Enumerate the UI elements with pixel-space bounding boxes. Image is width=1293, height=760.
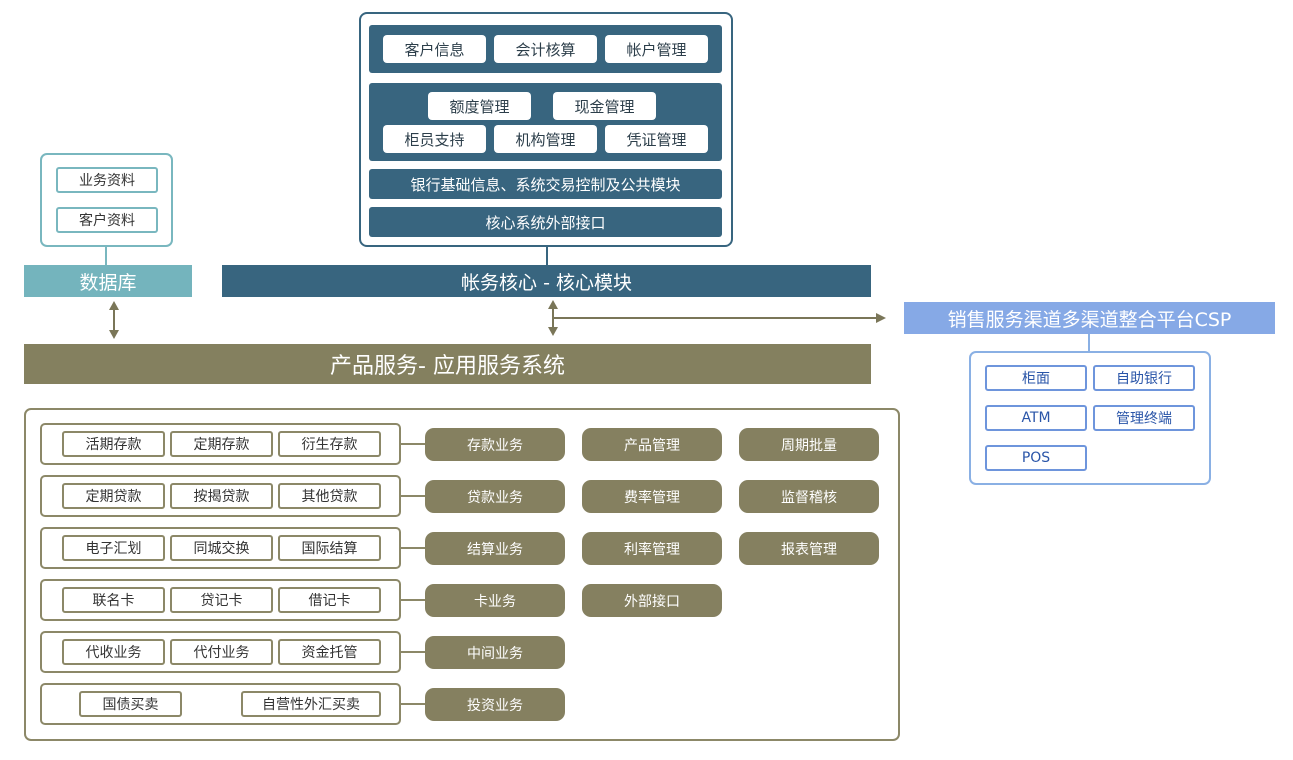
csp-connector-line <box>1088 334 1090 352</box>
loan-item-mortgage: 按揭贷款 <box>170 483 273 509</box>
deposit-item-demand: 活期存款 <box>62 431 165 457</box>
csp-title-bar: 销售服务渠道多渠道整合平台CSP <box>904 302 1275 334</box>
service-intermediary: 中间业务 <box>425 636 565 669</box>
service-investment: 投资业务 <box>425 688 565 721</box>
database-item-business-data: 业务资料 <box>56 167 158 193</box>
intermediary-item-payment: 代付业务 <box>170 639 273 665</box>
mgmt-reports: 报表管理 <box>739 532 879 565</box>
csp-item-pos: POS <box>985 445 1087 471</box>
mgmt-fee-rate: 费率管理 <box>582 480 722 513</box>
deposit-item-fixed: 定期存款 <box>170 431 273 457</box>
csp-item-atm: ATM <box>985 405 1087 431</box>
card-item-cobranded: 联名卡 <box>62 587 165 613</box>
core-item-account-mgmt: 帐户管理 <box>605 35 708 63</box>
csp-item-self-service: 自助银行 <box>1093 365 1195 391</box>
loan-item-other: 其他贷款 <box>278 483 381 509</box>
csp-item-mgmt-terminal: 管理终端 <box>1093 405 1195 431</box>
service-settlement: 结算业务 <box>425 532 565 565</box>
database-product-arrow <box>109 301 119 339</box>
investment-item-forex: 自营性外汇买卖 <box>241 691 381 717</box>
core-item-voucher-mgmt: 凭证管理 <box>605 125 708 153</box>
intermediary-item-collection: 代收业务 <box>62 639 165 665</box>
csp-item-counter: 柜面 <box>985 365 1087 391</box>
product-title-bar: 产品服务- 应用服务系统 <box>24 344 871 384</box>
intermediary-item-custody: 资金托管 <box>278 639 381 665</box>
service-card: 卡业务 <box>425 584 565 617</box>
core-item-accounting: 会计核算 <box>494 35 597 63</box>
loan-item-fixed: 定期贷款 <box>62 483 165 509</box>
core-item-cash-mgmt: 现金管理 <box>553 92 656 120</box>
database-connector-line <box>105 247 107 265</box>
core-item-teller-support: 柜员支持 <box>383 125 486 153</box>
database-title-bar: 数据库 <box>24 265 192 297</box>
loan-connector <box>401 495 426 497</box>
core-csp-arrow <box>553 313 886 323</box>
deposit-item-derivative: 衍生存款 <box>278 431 381 457</box>
mgmt-batch-cycle: 周期批量 <box>739 428 879 461</box>
settlement-item-international: 国际结算 <box>278 535 381 561</box>
settlement-item-electronic: 电子汇划 <box>62 535 165 561</box>
settlement-item-local-exchange: 同城交换 <box>170 535 273 561</box>
deposit-connector <box>401 443 426 445</box>
core-bar-public-module: 银行基础信息、系统交易控制及公共模块 <box>369 169 722 199</box>
card-item-debit: 借记卡 <box>278 587 381 613</box>
intermediary-connector <box>401 651 426 653</box>
investment-item-bonds: 国债买卖 <box>79 691 182 717</box>
core-item-customer-info: 客户信息 <box>383 35 486 63</box>
card-connector <box>401 599 426 601</box>
core-title-bar: 帐务核心 - 核心模块 <box>222 265 871 297</box>
database-item-customer-data: 客户资料 <box>56 207 158 233</box>
core-connector-line <box>546 247 548 265</box>
mgmt-audit: 监督稽核 <box>739 480 879 513</box>
mgmt-interest-rate: 利率管理 <box>582 532 722 565</box>
core-bar-external-interface: 核心系统外部接口 <box>369 207 722 237</box>
investment-connector <box>401 703 426 705</box>
core-item-quota-mgmt: 额度管理 <box>428 92 531 120</box>
mgmt-external-interface: 外部接口 <box>582 584 722 617</box>
card-item-credit: 贷记卡 <box>170 587 273 613</box>
settlement-connector <box>401 547 426 549</box>
service-deposit: 存款业务 <box>425 428 565 461</box>
core-product-arrow <box>548 300 558 336</box>
core-item-org-mgmt: 机构管理 <box>494 125 597 153</box>
mgmt-product: 产品管理 <box>582 428 722 461</box>
service-loan: 贷款业务 <box>425 480 565 513</box>
